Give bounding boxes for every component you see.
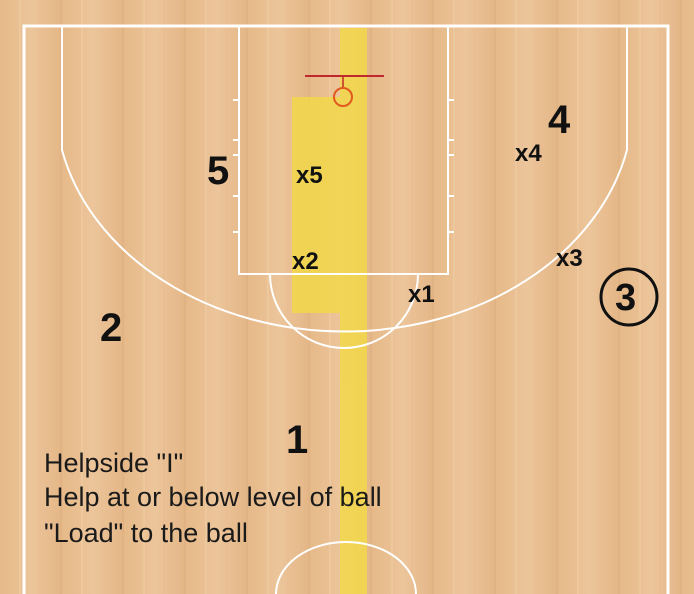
center-circle [275,541,417,594]
defense-player-x1: x1 [408,281,435,308]
help-zone [292,28,367,594]
rim [333,87,353,107]
offense-player-4: 4 [548,98,571,142]
note-line-2: Help at or below level of ball [44,482,382,512]
defense-player-x3: x3 [556,245,583,272]
defense-player-x5: x5 [296,162,323,189]
ball-handler-circle [599,267,659,327]
free-throw-circle [269,273,419,349]
note-line-3: "Load" to the ball [44,518,248,548]
defense-player-x2: x2 [292,248,319,275]
three-point-line [61,26,628,333]
court-lines [22,24,670,594]
offense-player-3: 3 [615,277,637,319]
defense-player-x4: x4 [515,140,542,167]
offense-player-5: 5 [207,149,230,193]
offense-player-2: 2 [100,306,123,350]
lane [238,25,449,275]
offense-player-1: 1 [286,418,309,462]
note-line-1: Helpside "I" [44,448,184,478]
